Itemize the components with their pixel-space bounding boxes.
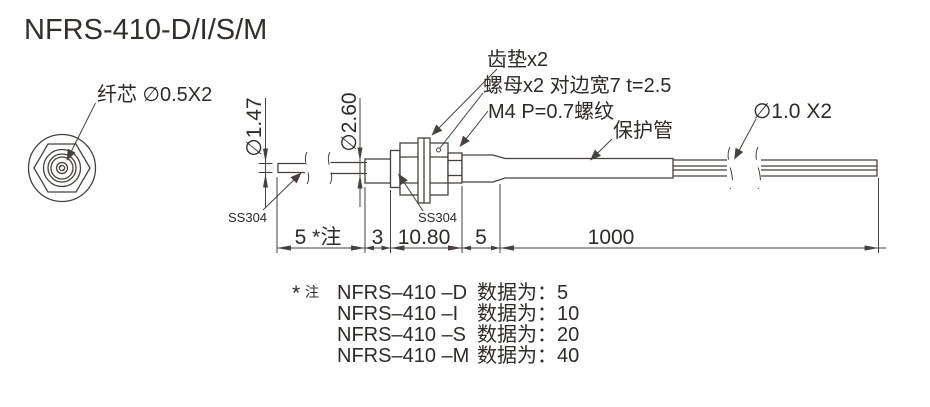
end-view-ring-1 — [42, 148, 82, 188]
thread-nut — [447, 152, 463, 184]
tooth-washer-label: 齿垫x2 — [487, 48, 548, 71]
dim-arrow — [491, 245, 500, 251]
dim-arrow — [357, 147, 363, 162]
note-row-model: NFRS–410 –M — [337, 345, 469, 367]
protection-tube-label: 保护管 — [613, 119, 673, 142]
ss304-left-label: SS304 — [228, 210, 267, 225]
fiber-core-dot — [62, 168, 65, 171]
lead-fiber-dia-leader — [734, 118, 757, 160]
tooth-washer-leader — [431, 68, 498, 136]
nut-leader-dot — [436, 147, 441, 153]
callout-leaders — [262, 68, 757, 212]
diameter-dimensions — [258, 98, 367, 207]
notes-block: * 注 NFRS–410 –D 数据为：5 NFRS–410 –I 数据为：10… — [292, 281, 579, 367]
note-row-model: NFRS–410 –S — [337, 324, 466, 346]
end-view-hex-nut — [33, 143, 91, 193]
note-row-model: NFRS–410 –D — [337, 282, 467, 304]
dim-seg3: 10.80 — [398, 226, 451, 249]
note-row-value: 数据为：20 — [477, 323, 579, 346]
dim-seg1: 5 *注 — [295, 226, 342, 249]
end-view — [27, 102, 97, 203]
note-marker-star: * — [292, 282, 300, 305]
dimension-chain — [276, 177, 886, 253]
dim-seg2: 3 — [372, 226, 384, 249]
dim-arrow — [462, 245, 471, 251]
fiber-core-label: 纤芯 ∅0.5X2 — [97, 83, 212, 106]
dim-seg5: 1000 — [588, 226, 635, 249]
protection-tube-leader — [590, 138, 613, 161]
note-marker-zhu: 注 — [305, 284, 319, 300]
break-line — [755, 146, 761, 190]
end-view-ring-3 — [50, 156, 74, 180]
fiber-lead-upper — [673, 159, 877, 167]
fiber-lead-lower — [673, 169, 877, 177]
dim-arrow — [263, 148, 268, 163]
probe-profile — [277, 137, 878, 204]
body-collar — [389, 149, 401, 189]
note-row-value: 数据为：5 — [477, 281, 568, 304]
dim-arrow — [357, 174, 363, 189]
dim-arrow — [500, 245, 514, 251]
dia-260-label: ∅2.60 — [338, 92, 361, 151]
end-view-core-sleeve — [55, 161, 69, 175]
dim-arrow — [390, 245, 405, 251]
ss304-left-leader — [262, 172, 302, 211]
ss304-right-leader — [398, 173, 424, 212]
dim-arrow — [448, 245, 462, 251]
break-line — [304, 151, 310, 185]
thread-label: M4 P=0.7螺纹 — [488, 100, 614, 123]
fiber-core-dot — [59, 165, 62, 168]
dim-arrow — [277, 245, 291, 251]
dim-seg4: 5 — [475, 226, 487, 249]
note-row-value: 数据为：10 — [477, 302, 579, 325]
dim-arrow — [365, 245, 374, 251]
nut-label: 螺母x2 对边宽7 t=2.5 — [483, 74, 671, 97]
dia-147-label: ∅1.47 — [243, 97, 266, 156]
fiber-tip-tube — [277, 162, 305, 174]
page-title: NFRS-410-D/I/S/M — [24, 14, 267, 46]
break-line — [727, 146, 733, 190]
lead-fiber-dia-label: ∅1.0 X2 — [753, 100, 832, 123]
body-step — [364, 158, 392, 184]
dim-arrow — [381, 245, 391, 251]
end-view-outer-circle — [27, 133, 97, 203]
end-view-core — [58, 164, 66, 172]
fiber-core-leader-line — [66, 102, 96, 161]
thread-leader — [459, 110, 489, 147]
ss304-right-label: SS304 — [418, 210, 457, 225]
note-row-value: 数据为：40 — [477, 344, 579, 367]
nut-leader — [439, 92, 484, 149]
note-row-model: NFRS–410 –I — [337, 303, 458, 325]
dim-arrow — [263, 173, 268, 188]
dim-arrow — [864, 245, 879, 251]
protection-tube-body — [461, 154, 674, 183]
end-view-ring-2 — [47, 153, 77, 183]
break-line — [327, 151, 333, 185]
dim-arrow — [351, 245, 365, 251]
